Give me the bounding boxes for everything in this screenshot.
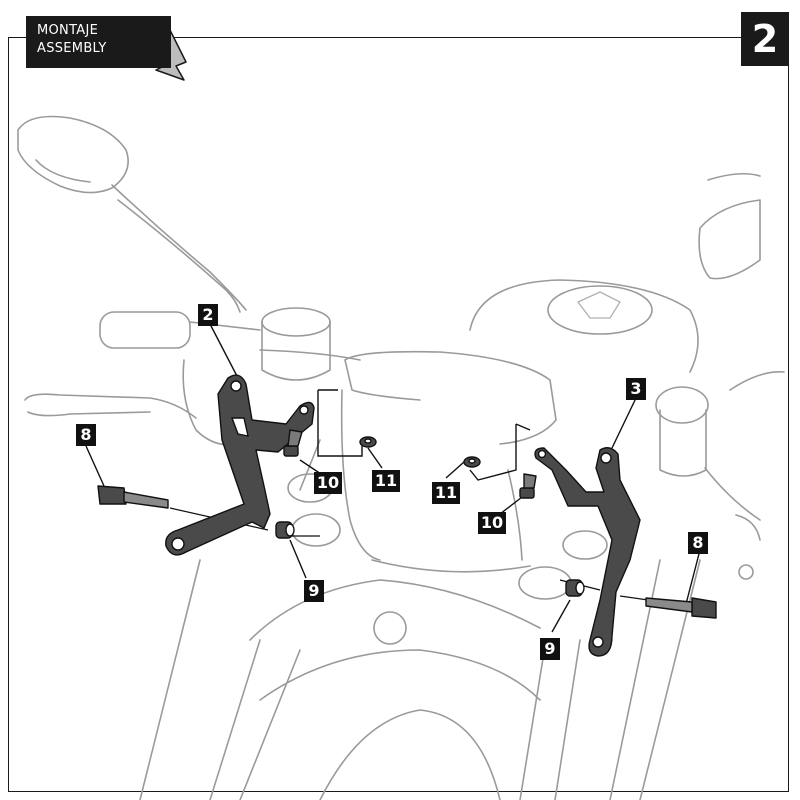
callout-screw-left: 10 [314,472,342,494]
step-number-badge: 2 [741,12,789,66]
section-label: MONTAJE ASSEMBLY [26,16,171,68]
motorcycle-outline [17,115,785,800]
callout-spacer-left: 9 [304,580,324,602]
callout-bolt-left: 8 [76,424,96,446]
left-spacer [275,521,295,539]
section-label-line1: MONTAJE [37,23,99,38]
left-bolt [97,485,169,509]
callout-bolt-right: 8 [688,532,708,554]
left-bracket [165,374,315,556]
callout-nut-left: 11 [372,470,400,492]
right-spacer [565,579,585,597]
right-bolt [645,597,717,619]
callout-nut-right: 11 [432,482,460,504]
left-screw [283,429,303,457]
callout-bracket-right: 3 [626,378,646,400]
callout-bracket-left: 2 [198,304,218,326]
callout-spacer-right: 9 [540,638,560,660]
right-screw [519,473,537,499]
section-label-line2: ASSEMBLY [37,41,107,56]
right-bracket [534,447,641,657]
right-nut [463,456,481,468]
diagram-frame [8,37,789,792]
callout-screw-right: 10 [478,512,506,534]
left-nut [359,436,377,448]
